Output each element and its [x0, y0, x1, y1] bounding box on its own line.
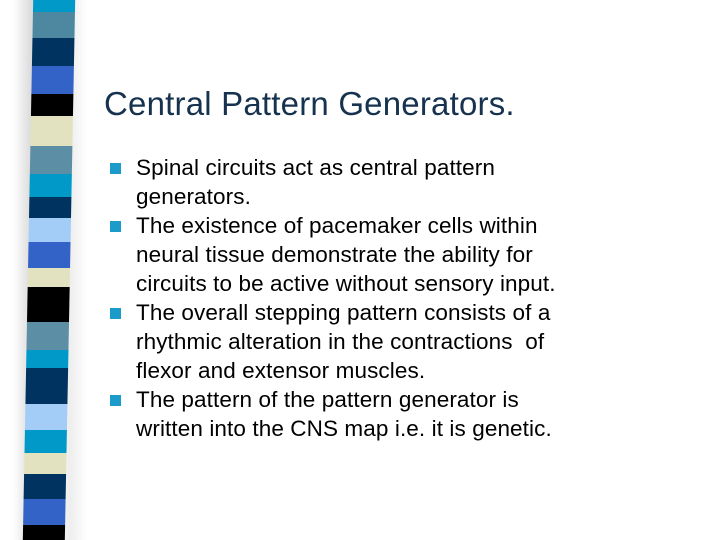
bullet-item: The overall stepping pattern consists of…: [104, 298, 704, 385]
bullet-text: The existence of pacemaker cells within …: [136, 213, 556, 296]
square-bullet-icon: [110, 221, 121, 232]
slide-title: Central Pattern Generators.: [104, 85, 515, 123]
band-stripe: [24, 404, 68, 431]
bullet-text: The pattern of the pattern generator is …: [136, 387, 552, 441]
band-stripe: [27, 268, 71, 288]
decorative-side-band: [0, 0, 96, 540]
bullet-text: The overall stepping pattern consists of…: [136, 300, 551, 383]
band-stripe: [29, 173, 72, 197]
band-stripe: [29, 146, 73, 174]
bullet-item: The existence of pacemaker cells within …: [104, 211, 704, 298]
band-stripe: [24, 453, 67, 475]
band-stripe: [26, 287, 70, 323]
band-stripe: [26, 322, 69, 351]
bullet-item: The pattern of the pattern generator is …: [104, 385, 704, 443]
band-stripe: [30, 93, 74, 117]
band-stripe: [28, 242, 71, 269]
band-stripe: [26, 350, 69, 368]
band-stripe: [32, 11, 75, 38]
band-stripe: [30, 116, 73, 147]
bullet-text: Spinal circuits act as central pattern g…: [136, 155, 495, 209]
band-stripe: [31, 65, 74, 94]
square-bullet-icon: [110, 395, 121, 406]
band-stripe: [23, 498, 66, 525]
band-stripe: [29, 196, 72, 218]
band-stripe: [23, 474, 67, 499]
band-stripe: [28, 217, 72, 243]
band-stripe: [32, 0, 76, 12]
square-bullet-icon: [110, 308, 121, 319]
band-stripe: [24, 430, 67, 454]
band-stripe: [22, 524, 66, 540]
band-stripe: [25, 367, 69, 405]
bullet-item: Spinal circuits act as central pattern g…: [104, 153, 704, 211]
square-bullet-icon: [110, 163, 121, 174]
band-stripe: [31, 37, 75, 66]
slide-body-bullet-list: Spinal circuits act as central pattern g…: [104, 153, 704, 443]
